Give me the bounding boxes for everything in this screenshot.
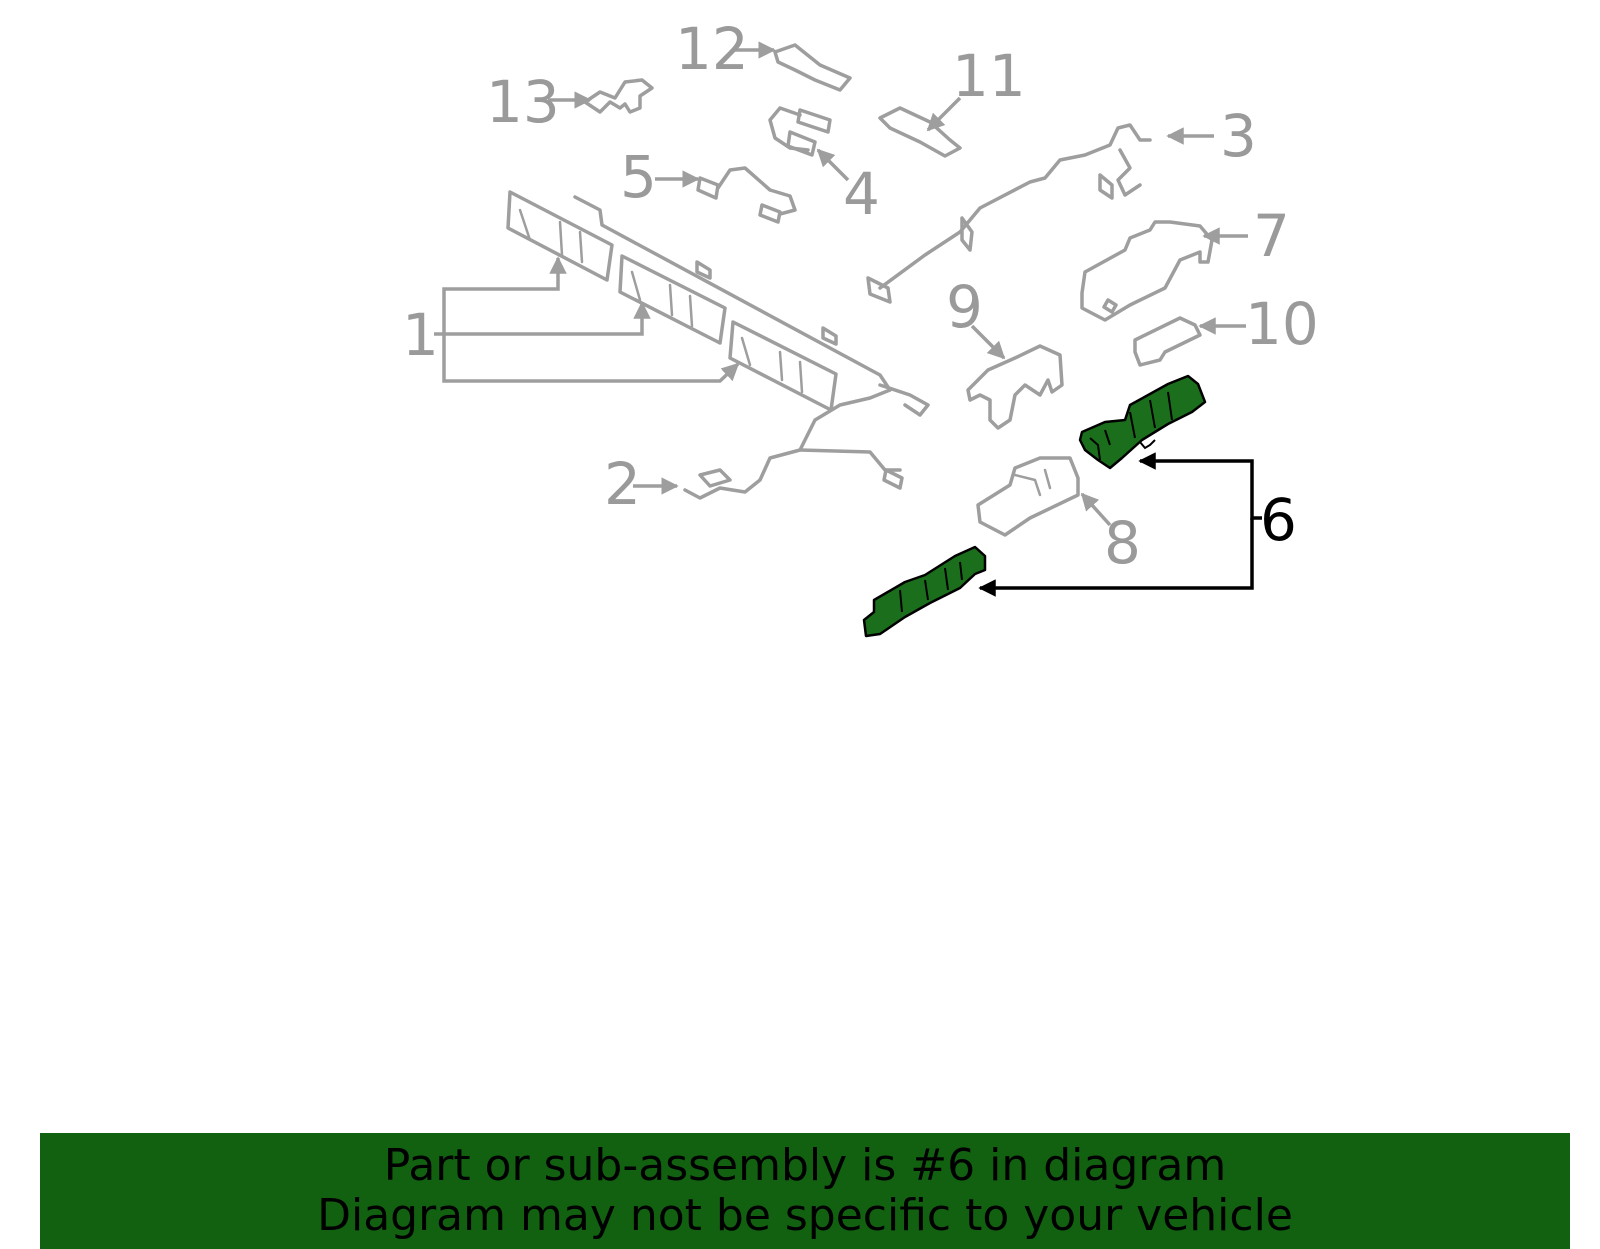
part-5-harness xyxy=(696,166,797,224)
part-8-bracket xyxy=(976,456,1080,537)
part-6-leaders xyxy=(978,452,1262,597)
part-3-harness xyxy=(866,123,1152,304)
callout-8: 8 xyxy=(1104,509,1141,577)
callout-3: 3 xyxy=(1220,102,1257,170)
part-9-leader xyxy=(970,324,1006,360)
part-9-bracket xyxy=(966,344,1064,430)
part-4-harness xyxy=(768,106,832,157)
part-11-leader xyxy=(926,96,962,132)
part-2-harness xyxy=(573,195,930,500)
callout-2: 2 xyxy=(604,450,641,518)
callout-9: 9 xyxy=(946,273,983,341)
part-13-bracket xyxy=(583,78,654,114)
callout-1: 1 xyxy=(402,301,439,369)
callout-4: 4 xyxy=(843,160,880,228)
part-6-module-lower xyxy=(862,545,987,638)
part-7-bracket xyxy=(1080,220,1214,322)
part-11-bracket xyxy=(878,106,962,158)
part-12-bracket xyxy=(773,43,852,92)
info-banner: Part or sub-assembly is #6 in diagram Di… xyxy=(40,1133,1570,1249)
part-10-bracket xyxy=(1133,316,1202,367)
part-6-module-upper xyxy=(1078,374,1207,470)
banner-line-2: Diagram may not be specific to your vehi… xyxy=(317,1190,1293,1241)
callout-7: 7 xyxy=(1253,202,1290,270)
banner-line-1: Part or sub-assembly is #6 in diagram xyxy=(383,1140,1227,1191)
callout-11: 11 xyxy=(952,42,1026,110)
callout-10: 10 xyxy=(1245,290,1319,358)
part-8-leader xyxy=(1080,492,1112,527)
callout-5: 5 xyxy=(620,143,657,211)
callout-13: 13 xyxy=(486,68,560,136)
callout-12: 12 xyxy=(675,15,749,83)
part-1-leaders xyxy=(434,256,740,383)
callout-6: 6 xyxy=(1260,486,1297,554)
part-4-leader xyxy=(816,148,850,182)
part-1-panels xyxy=(506,190,838,412)
